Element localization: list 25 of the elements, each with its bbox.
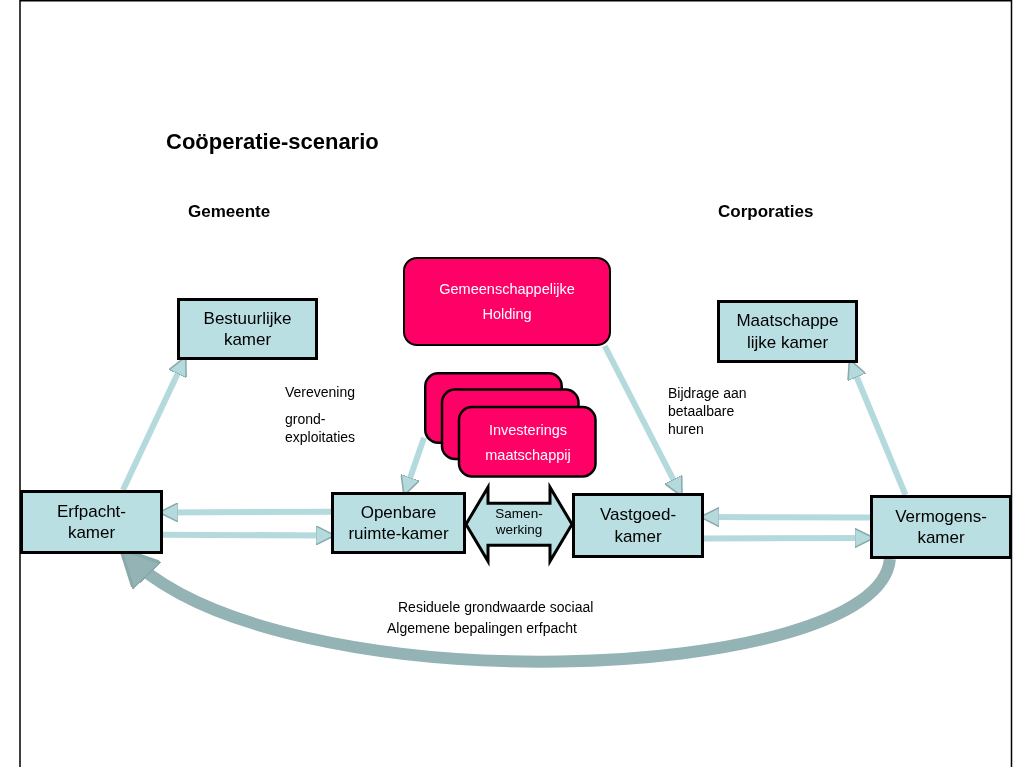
- stacked-cards: [424, 372, 597, 478]
- node-label: Maatschappe lijke kamer: [735, 310, 840, 353]
- node-label: Erfpacht-kamer: [56, 500, 127, 544]
- heading: Corporaties: [718, 201, 814, 223]
- node-label: Openbare ruimte-kamer: [347, 501, 450, 545]
- node-label: Bestuurlijke kamer: [202, 307, 293, 351]
- rounded-box: [403, 257, 611, 346]
- process-box: [572, 493, 704, 558]
- process-box: [20, 490, 163, 554]
- node-label: Investerings maatschappij: [484, 420, 572, 465]
- node-label: Vermogens-kamer: [894, 505, 988, 549]
- annotation: Residuele grondwaarde sociaal: [398, 598, 594, 617]
- annotation: grond- exploitaties: [285, 410, 357, 447]
- annotation: Bijdrage aan betaalbare huren: [668, 384, 748, 439]
- title: Coöperatie-scenario: [166, 128, 379, 156]
- annotation: Verevening: [285, 383, 356, 402]
- heading: Gemeente: [188, 201, 271, 223]
- process-box: [177, 298, 318, 360]
- process-box: [331, 492, 466, 554]
- edge-label: Samen- werking: [492, 506, 546, 538]
- process-box: [870, 495, 1012, 559]
- node-label: Gemeenschappelijke Holding: [438, 279, 576, 324]
- process-box: [717, 300, 858, 363]
- node-label: Vastgoed-kamer: [598, 504, 678, 547]
- annotation: Algemene bepalingen erfpacht: [387, 619, 577, 638]
